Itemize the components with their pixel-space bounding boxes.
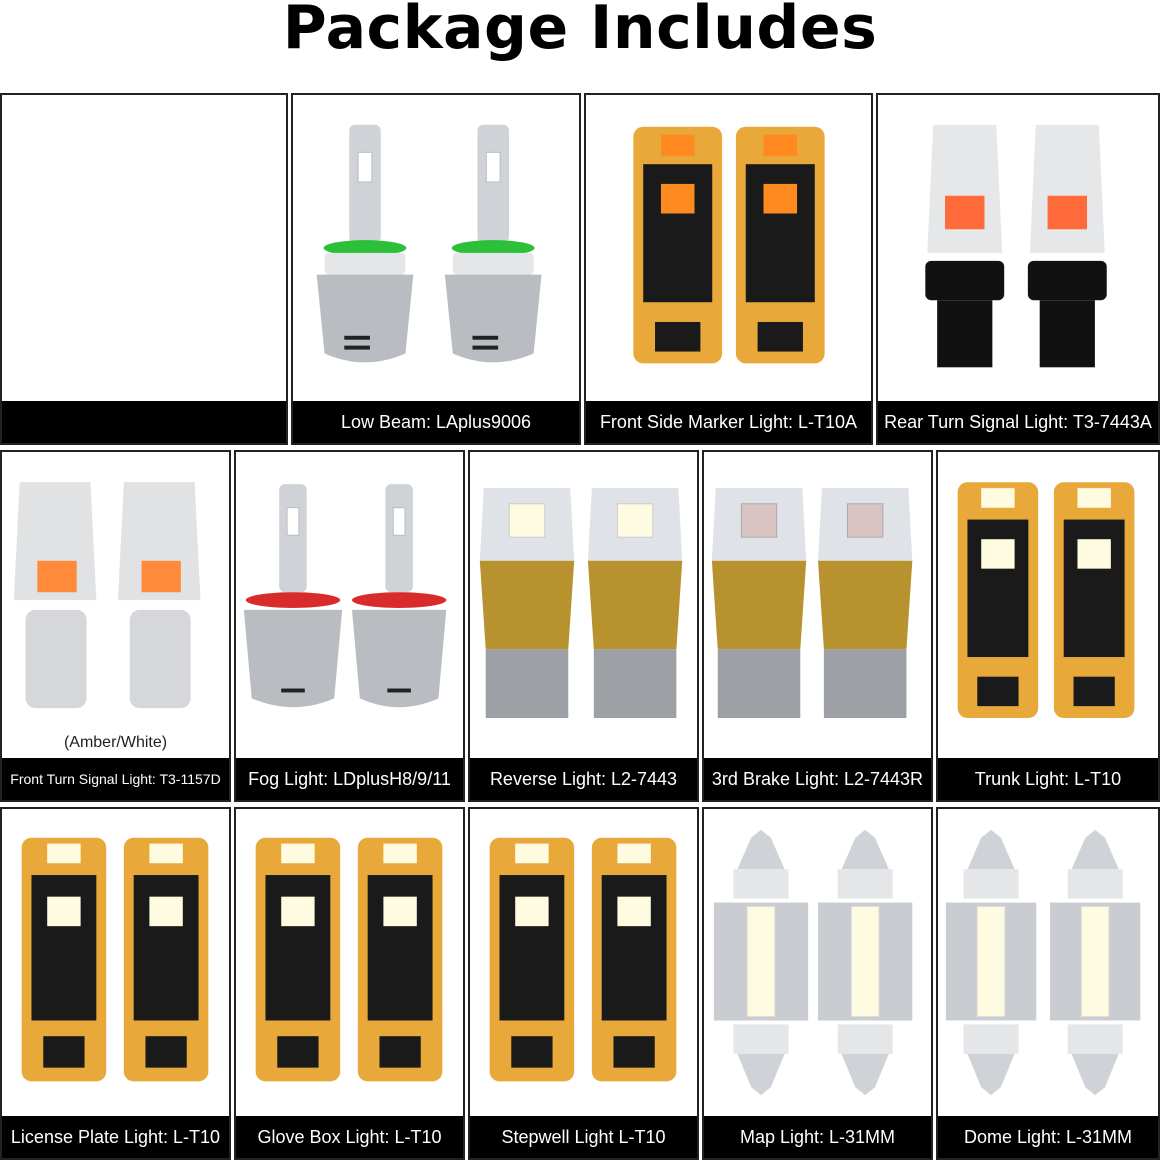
festoon-bulb-pair-image [938, 809, 1158, 1116]
fog-bulb-pair-image [236, 452, 463, 758]
festoon-bulb-icon [713, 829, 809, 1096]
headlight-bulb-icon [444, 124, 542, 363]
product-card-dome-light: Dome Light: L-31MM [936, 807, 1160, 1160]
1157-bulb-pair-image: (Amber/White) [2, 452, 229, 758]
t10-white-bulb-pair-image [2, 809, 229, 1116]
product-card-reverse-light: Reverse Light: L2-7443 [468, 450, 699, 802]
product-card-rear-turn-signal: Rear Turn Signal Light: T3-7443A [876, 93, 1160, 445]
reverse-bulb-icon [587, 488, 683, 719]
product-card-front-side-marker: Front Side Marker Light: L-T10A [584, 93, 873, 445]
product-caption: Reverse Light: L2-7443 [470, 758, 697, 800]
brake-bulb-icon [817, 488, 913, 719]
t10-bulb-icon [123, 837, 209, 1082]
festoon-bulb-pair-image [704, 809, 931, 1116]
reverse-bulb-icon [479, 488, 575, 719]
empty-cell [0, 93, 288, 445]
7443-bulb-icon [1027, 124, 1107, 368]
t10-white-bulb-pair-image [938, 452, 1158, 758]
product-caption: Rear Turn Signal Light: T3-7443A [878, 401, 1158, 443]
festoon-bulb-icon [1049, 829, 1141, 1096]
7443-bulb-pair-image [878, 95, 1158, 401]
product-caption: Low Beam: LAplus9006 [293, 401, 579, 443]
product-caption: Fog Light: LDplusH8/9/11 [236, 758, 463, 800]
product-card-fog-light: Fog Light: LDplusH8/9/11 [234, 450, 465, 802]
t10-bulb-icon [1053, 482, 1135, 718]
t10-bulb-icon [357, 837, 443, 1082]
festoon-bulb-icon [945, 829, 1037, 1096]
product-caption: Front Turn Signal Light: T3-1157D [2, 758, 229, 800]
t10-bulb-icon [633, 126, 723, 364]
t10-bulb-pair-image [586, 95, 871, 401]
t10-bulb-icon [735, 126, 825, 364]
brake-bulb-icon [711, 488, 807, 719]
product-caption: Map Light: L-31MM [704, 1116, 931, 1158]
product-card-3rd-brake-light: 3rd Brake Light: L2-7443R [702, 450, 933, 802]
festoon-bulb-icon [817, 829, 913, 1096]
reverse-bulb-pair-image [470, 452, 697, 758]
product-caption: License Plate Light: L-T10 [2, 1116, 229, 1158]
product-card-low-beam: Low Beam: LAplus9006 [291, 93, 581, 445]
product-caption: Glove Box Light: L-T10 [236, 1116, 463, 1158]
product-card-front-turn-signal: (Amber/White) Front Turn Signal Light: T… [0, 450, 231, 802]
fog-bulb-icon [243, 484, 343, 708]
t10-bulb-icon [591, 837, 677, 1082]
1157-bulb-icon [117, 482, 201, 709]
product-card-stepwell-light: Stepwell Light L-T10 [468, 807, 699, 1160]
1157-bulb-icon [13, 482, 97, 709]
product-caption: Trunk Light: L-T10 [938, 758, 1158, 800]
product-card-glove-box-light: Glove Box Light: L-T10 [234, 807, 465, 1160]
blank-caption-bar [2, 401, 286, 443]
t10-white-bulb-pair-image [470, 809, 697, 1116]
t10-bulb-icon [21, 837, 107, 1082]
product-caption: 3rd Brake Light: L2-7443R [704, 758, 931, 800]
brake-bulb-pair-image [704, 452, 931, 758]
product-card-trunk-light: Trunk Light: L-T10 [936, 450, 1160, 802]
product-card-map-light: Map Light: L-31MM [702, 807, 933, 1160]
headlight-bulb-icon [316, 124, 414, 363]
product-caption: Dome Light: L-31MM [938, 1116, 1158, 1158]
t10-bulb-icon [489, 837, 575, 1082]
product-caption: Stepwell Light L-T10 [470, 1116, 697, 1158]
t10-bulb-icon [255, 837, 341, 1082]
t10-white-bulb-pair-image [236, 809, 463, 1116]
7443-bulb-icon [925, 124, 1005, 368]
product-card-license-plate-light: License Plate Light: L-T10 [0, 807, 231, 1160]
headlight-bulb-pair-image [293, 95, 579, 401]
color-note: (Amber/White) [63, 734, 168, 751]
product-caption: Front Side Marker Light: L-T10A [586, 401, 871, 443]
t10-bulb-icon [957, 482, 1039, 718]
page-title: Package Includes [282, 0, 878, 63]
fog-bulb-icon [351, 484, 447, 708]
